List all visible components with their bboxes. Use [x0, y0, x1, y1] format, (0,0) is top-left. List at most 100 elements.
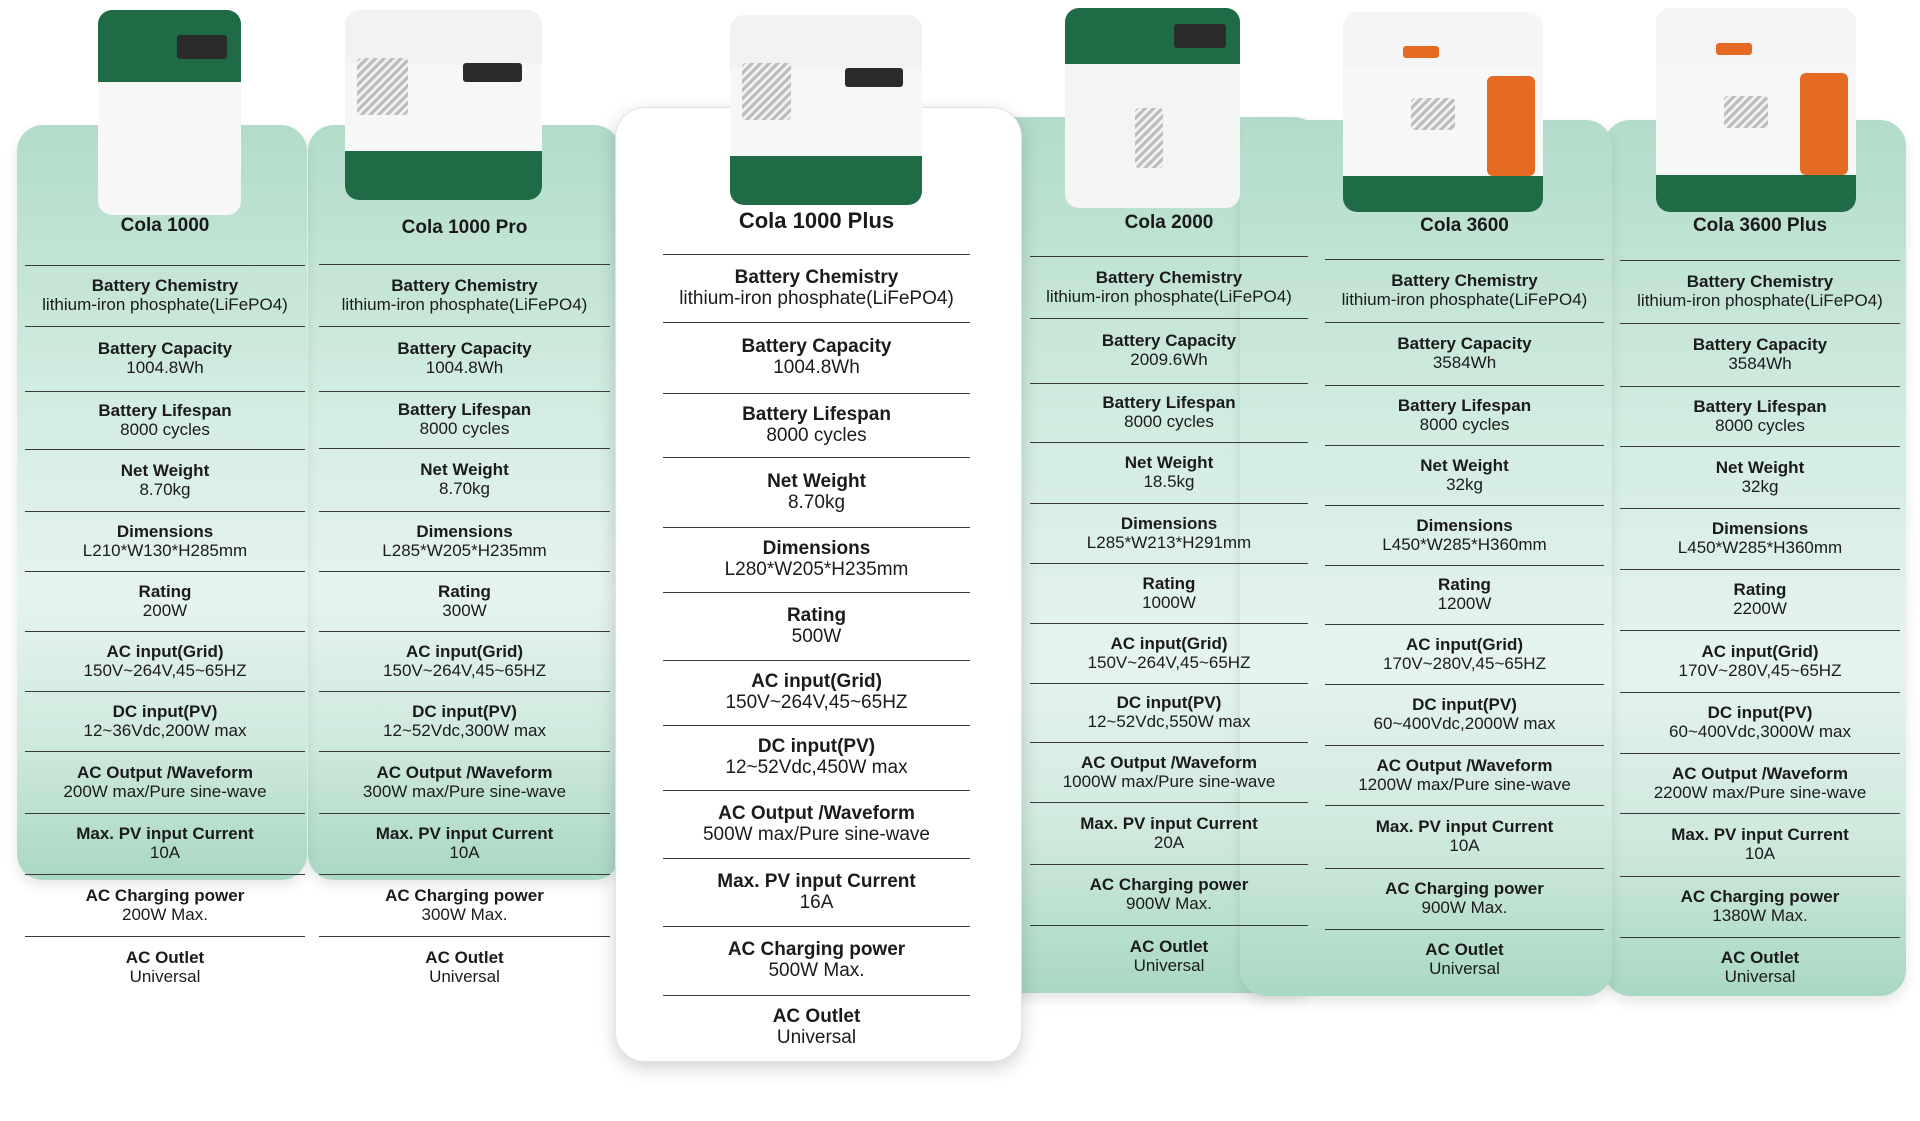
spec-label: Dimensions [1120, 513, 1218, 533]
spec-label: Max. PV input Current [717, 870, 916, 892]
spec-label: Dimensions [116, 521, 214, 541]
spec-value: 10A [149, 843, 181, 862]
spec-value: Universal [129, 966, 201, 986]
product-column [308, 125, 620, 880]
spec-label: AC Output /Waveform [1376, 755, 1553, 775]
spec-label: Battery Capacity [1101, 331, 1237, 351]
spec-value: L285*W213*H291mm [1086, 532, 1252, 552]
outlet-panel [1173, 24, 1226, 48]
spec-value: 3584Wh [1432, 353, 1497, 372]
spec-label: Battery Lifespan [742, 403, 891, 425]
spec-value: 12~52Vdc,550W max [1087, 712, 1251, 731]
spec-label: Battery Chemistry [1391, 271, 1538, 291]
spec-label: Dimensions [416, 521, 513, 541]
spec-row: AC input(Grid)150V~264V,45~65HZ [25, 631, 305, 691]
spec-label: Battery Lifespan [1102, 393, 1236, 413]
vent-grille [1411, 98, 1455, 130]
spec-value: 10A [1744, 844, 1776, 863]
product-top-panel [98, 10, 241, 82]
spec-value: L285*W205*H235mm [382, 540, 547, 560]
spec-label: AC input(Grid) [751, 671, 882, 693]
spec-label: AC input(Grid) [1405, 634, 1524, 654]
spec-label: Net Weight [420, 460, 509, 480]
spec-value: 8000 cycles [1715, 415, 1805, 435]
spec-label: DC input(PV) [1707, 703, 1813, 723]
spec-value: 200W Max. [122, 904, 208, 924]
product-image [1065, 8, 1240, 208]
spec-value: 10A [449, 843, 480, 862]
spec-label: Net Weight [767, 470, 866, 492]
spec-value: L450*W285*H360mm [1677, 538, 1843, 557]
spec-label: Max. PV input Current [1671, 825, 1849, 845]
display-screen [1716, 42, 1752, 55]
spec-value: lithium-iron phosphate(LiFePO4) [341, 294, 588, 314]
spec-value: 2200W max/Pure sine-wave [1653, 782, 1867, 802]
spec-label: AC input(Grid) [1701, 641, 1819, 661]
spec-label: AC Output /Waveform [1672, 763, 1848, 783]
spec-value: 900W Max. [1421, 898, 1508, 917]
spec-value: L280*W205*H235mm [724, 559, 909, 580]
spec-label: Battery Chemistry [1686, 272, 1834, 292]
spec-label: AC Output /Waveform [77, 762, 253, 782]
spec-row: AC input(Grid)150V~264V,45~65HZ [663, 660, 970, 725]
spec-label: Max. PV input Current [375, 824, 554, 844]
outlet-panel [463, 63, 523, 83]
product-name: Cola 3600 [1420, 215, 1509, 236]
spec-label: Battery Capacity [97, 339, 233, 359]
spec-value: 60~400Vdc,3000W max [1669, 722, 1851, 741]
spec-label: Battery Chemistry [734, 266, 899, 288]
spec-label: Rating [438, 581, 491, 601]
spec-label: Net Weight [120, 460, 210, 480]
spec-value: 1004.8Wh [773, 357, 860, 378]
spec-label: Battery Lifespan [397, 400, 532, 420]
spec-label: AC Charging power [1089, 875, 1249, 895]
spec-value: 1000W max/Pure sine-wave [1062, 771, 1276, 791]
spec-value: 8000 cycles [419, 419, 510, 438]
spec-label: AC Outlet [125, 947, 205, 967]
spec-label: Battery Capacity [397, 339, 532, 359]
spec-value: 200W max/Pure sine-wave [63, 781, 267, 801]
spec-label: AC Charging power [385, 885, 544, 905]
spec-label: DC input(PV) [757, 736, 876, 758]
spec-row: DC input(PV)12~52Vdc,450W max [663, 725, 970, 790]
spec-value: 1200W [1437, 594, 1492, 613]
spec-value: 300W [442, 600, 487, 620]
spec-label: AC Outlet [1720, 948, 1800, 968]
product-image [345, 10, 542, 200]
spec-label: Rating [786, 604, 847, 626]
spec-value: L210*W130*H285mm [82, 540, 248, 560]
product-name: Cola 2000 [1124, 212, 1214, 233]
spec-label: AC Output /Waveform [376, 762, 553, 782]
